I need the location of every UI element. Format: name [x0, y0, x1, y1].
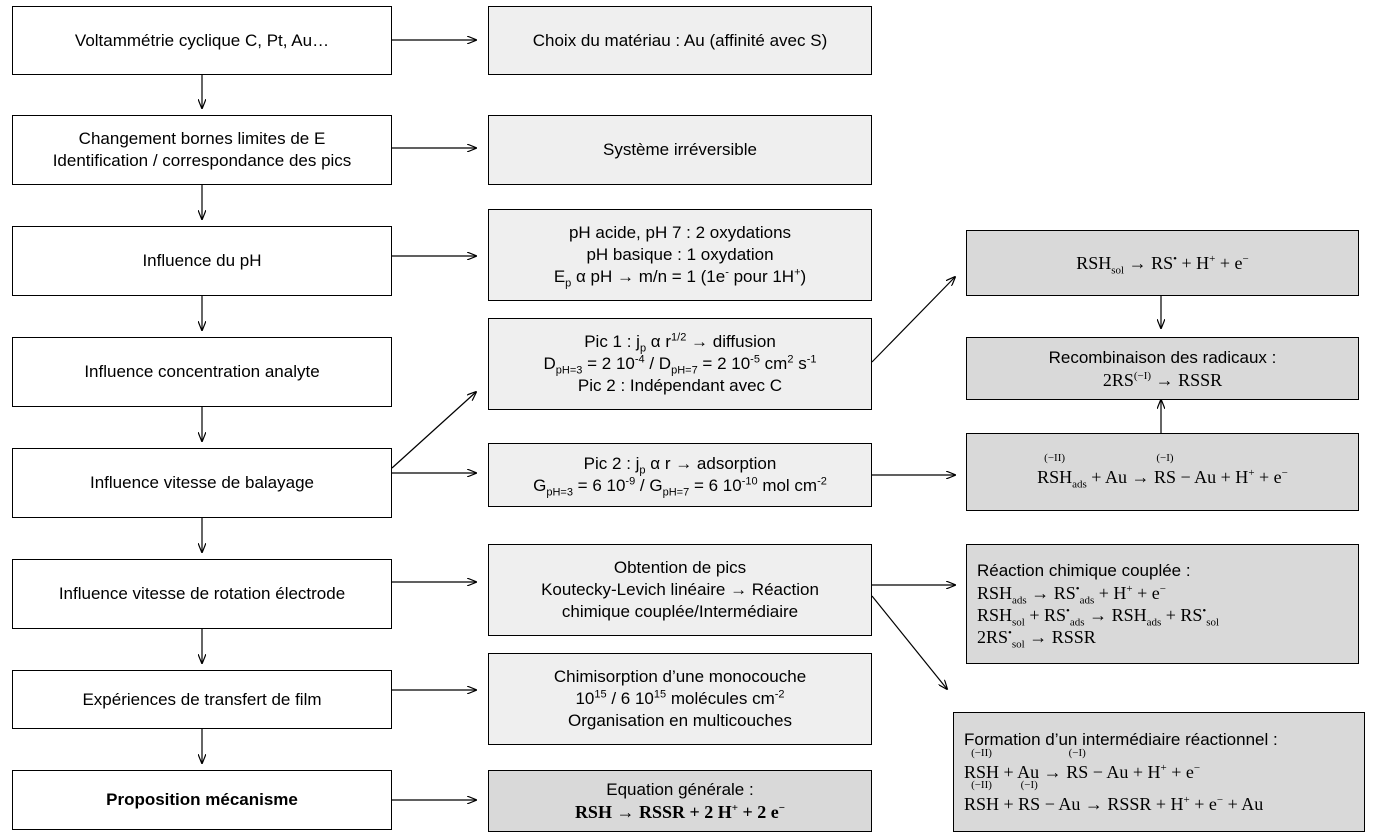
sup: -	[725, 266, 729, 279]
mechanism-coupled-reaction: Réaction chimique couplée : RSHads → RS•…	[966, 544, 1359, 664]
result-material-choice: Choix du matériau : Au (affinité avec S)	[488, 6, 872, 75]
step-label: Proposition mécanisme	[106, 790, 298, 809]
mechanism-radical-formation: RSHsol → RS• + H+ + e−	[966, 230, 1359, 296]
equation-1: (−II)RSH + Au → (−I)RS − Au + H+ + e−	[964, 747, 1201, 783]
result-scan-rate: Pic 2 : jp α r → adsorption GpH=3 = 6 10…	[488, 443, 872, 507]
step-label: Voltammétrie cyclique C, Pt, Au…	[74, 30, 330, 50]
result-line2: pH basique : 1 oxydation	[586, 245, 774, 264]
result-line3: Ep α pH → m/n = 1 (1e- pour 1H+)	[553, 266, 807, 290]
step-label: Influence vitesse de rotation électrode	[58, 584, 346, 603]
mechanism-intermediate-formation: Formation d’un intermédiaire réactionnel…	[953, 712, 1365, 832]
symbol-e: E	[553, 267, 566, 286]
step-label-line2: Identification / correspondance des pics	[52, 151, 352, 170]
result-ph: pH acide, pH 7 : 2 oxydations pH basique…	[488, 209, 872, 301]
mechanism-radical-recombination: Recombinaison des radicaux : 2RS(−I) → R…	[966, 337, 1359, 400]
result-general-equation: Equation générale : RSH → RSSR + 2 H+ + …	[488, 770, 872, 832]
result-line1: Pic 1 : jp α r1/2 → diffusion	[584, 331, 776, 355]
result-line1: Obtention de pics	[613, 558, 747, 577]
equation: 2RS(−I) → RSSR	[1102, 369, 1223, 390]
result-line3: Pic 2 : Indépendant avec C	[577, 376, 783, 395]
equation-2: RSHsol + RS•ads → RSHads + RS•sol	[977, 605, 1220, 629]
equation-title: Equation générale :	[606, 780, 754, 799]
equation-3: 2RS•sol → RSSR	[977, 627, 1096, 651]
result-line1: Chimisorption d’une monocouche	[553, 667, 807, 686]
step-label: Influence concentration analyte	[84, 362, 320, 381]
step-ph-influence: Influence du pH	[12, 226, 392, 296]
result-line3: Organisation en multicouches	[568, 711, 792, 730]
result-rotation: Obtention de pics Koutecky-Levich linéai…	[488, 544, 872, 636]
result-concentration: Pic 1 : jp α r1/2 → diffusion DpH=3 = 2 …	[488, 318, 872, 410]
arrow-s5-r4	[391, 392, 476, 469]
step-mechanism-proposal: Proposition mécanisme	[12, 770, 392, 830]
step-film-transfer: Expériences de transfert de film	[12, 670, 392, 729]
equation-2: (−II)RSH + (−I)RS − Au → RSSR + H+ + e− …	[964, 779, 1264, 815]
text: )	[800, 267, 807, 286]
mechanism-title: Recombinaison des radicaux :	[1048, 347, 1277, 367]
result-line1: Pic 2 : jp α r → adsorption	[583, 454, 777, 477]
text: α pH → m/n = 1 (1e	[571, 267, 726, 286]
step-label-line1: Changement bornes limites de E	[78, 129, 326, 148]
step-label: Influence vitesse de balayage	[90, 473, 314, 492]
step-rotation-influence: Influence vitesse de rotation électrode	[12, 559, 392, 629]
result-text: Système irréversible	[603, 140, 757, 159]
mechanism-adsorption: (−II)RSHads + Au → (−I)RS − Au + H+ + e−	[966, 433, 1359, 511]
result-line2: GpH=3 = 6 10-9 / GpH=7 = 6 10-10 mol cm-…	[533, 475, 827, 499]
result-text: Choix du matériau : Au (affinité avec S)	[532, 30, 828, 50]
step-concentration-influence: Influence concentration analyte	[12, 337, 392, 407]
step-cyclic-voltammetry: Voltammétrie cyclique C, Pt, Au…	[12, 6, 392, 75]
result-film-transfer: Chimisorption d’une monocouche 1015 / 6 …	[488, 653, 872, 745]
arrow-r6-m5	[871, 595, 947, 689]
sub-p: p	[565, 277, 572, 290]
step-scan-rate-influence: Influence vitesse de balayage	[12, 448, 392, 518]
mechanism-title: Formation d’un intermédiaire réactionnel…	[964, 730, 1278, 749]
result-line3: chimique couplée/Intermédiaire	[561, 602, 799, 621]
mechanism-title: Réaction chimique couplée :	[977, 561, 1191, 580]
text: pour 1H	[728, 267, 795, 286]
equation: RSHsol → RS• + H+ + e−	[1076, 253, 1249, 277]
sup: +	[794, 266, 801, 279]
result-irreversible: Système irréversible	[488, 115, 872, 185]
arrow-r4-m1	[871, 277, 955, 363]
step-label: Influence du pH	[142, 251, 262, 270]
result-line2: 1015 / 6 1015 molécules cm-2	[575, 688, 785, 708]
step-potential-limits: Changement bornes limites de E Identific…	[12, 115, 392, 185]
step-label: Expériences de transfert de film	[82, 689, 322, 709]
result-line2: DpH=3 = 2 10-4 / DpH=7 = 2 10-5 cm2 s-1	[543, 353, 817, 377]
equation-1: RSHads → RS•ads + H+ + e−	[977, 583, 1166, 607]
result-line1: pH acide, pH 7 : 2 oxydations	[568, 223, 792, 242]
equation: RSH → RSSR + 2 H+ + 2 e−	[574, 802, 786, 822]
equation: (−II)RSHads + Au → (−I)RS − Au + H+ + e−	[1037, 452, 1288, 491]
result-line2: Koutecky-Levich linéaire → Réaction	[541, 580, 819, 599]
